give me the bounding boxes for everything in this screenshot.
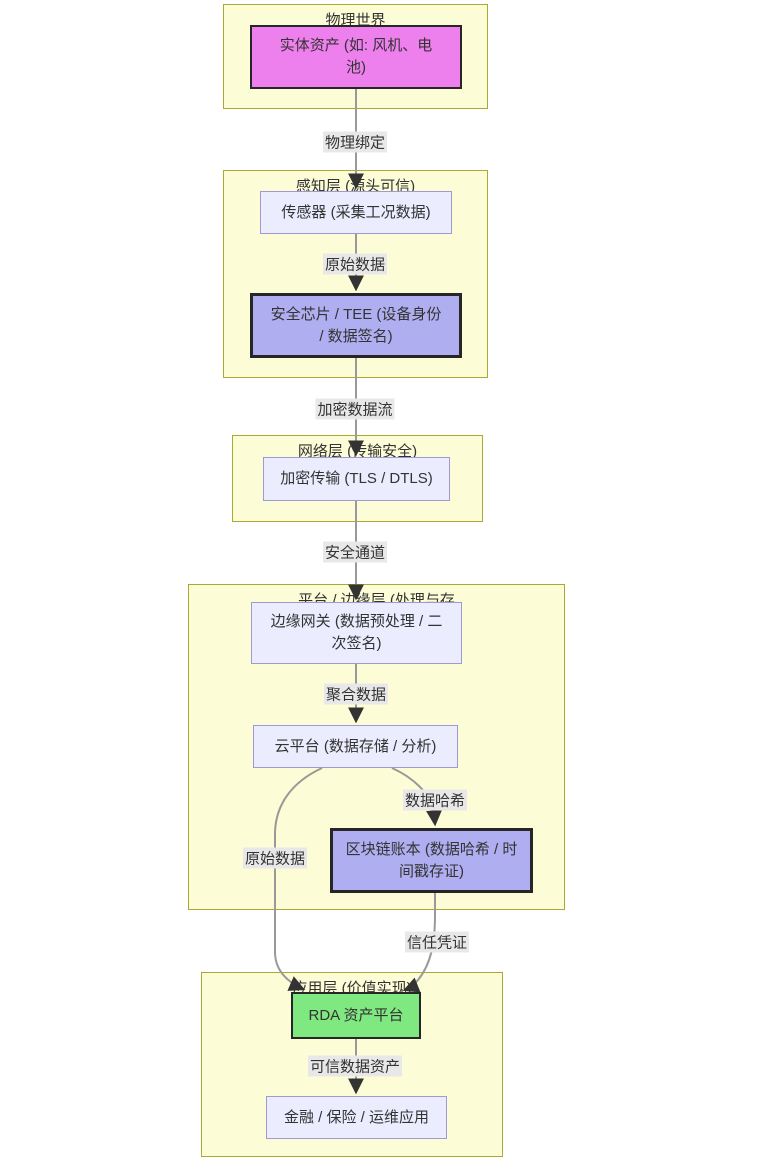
edge-label-aggregated-data: 聚合数据	[323, 683, 389, 705]
node-encrypted-transport: 加密传输 (TLS / DTLS)	[263, 457, 450, 501]
node-secure-chip-tee: 安全芯片 / TEE (设备身份 / 数据签名)	[250, 293, 462, 358]
node-rda-asset-platform: RDA 资产平台	[291, 992, 421, 1039]
node-finance-insurance-om-apps: 金融 / 保险 / 运维应用	[266, 1096, 447, 1139]
edge-label-trust-credential: 信任凭证	[404, 931, 470, 953]
node-cloud-platform: 云平台 (数据存储 / 分析)	[253, 725, 458, 768]
node-sensor: 传感器 (采集工况数据)	[260, 191, 452, 234]
edge-label-data-hash: 数据哈希	[402, 789, 468, 811]
edge-label-physical-binding: 物理绑定	[322, 131, 388, 153]
node-blockchain-ledger: 区块链账本 (数据哈希 / 时 间戳存证)	[330, 828, 533, 893]
node-edge-gateway: 边缘网关 (数据预处理 / 二 次签名)	[251, 602, 462, 664]
edge-label-raw-data-1: 原始数据	[322, 253, 388, 275]
edge-label-encrypted-stream: 加密数据流	[315, 398, 395, 420]
edge-label-raw-data-2: 原始数据	[242, 847, 308, 869]
edge-label-trusted-data-asset: 可信数据资产	[307, 1055, 403, 1077]
cluster-physical-world-title: 物理世界	[325, 12, 386, 29]
node-physical-asset: 实体资产 (如: 风机、电 池)	[250, 25, 462, 89]
edge-label-secure-channel: 安全通道	[322, 541, 388, 563]
